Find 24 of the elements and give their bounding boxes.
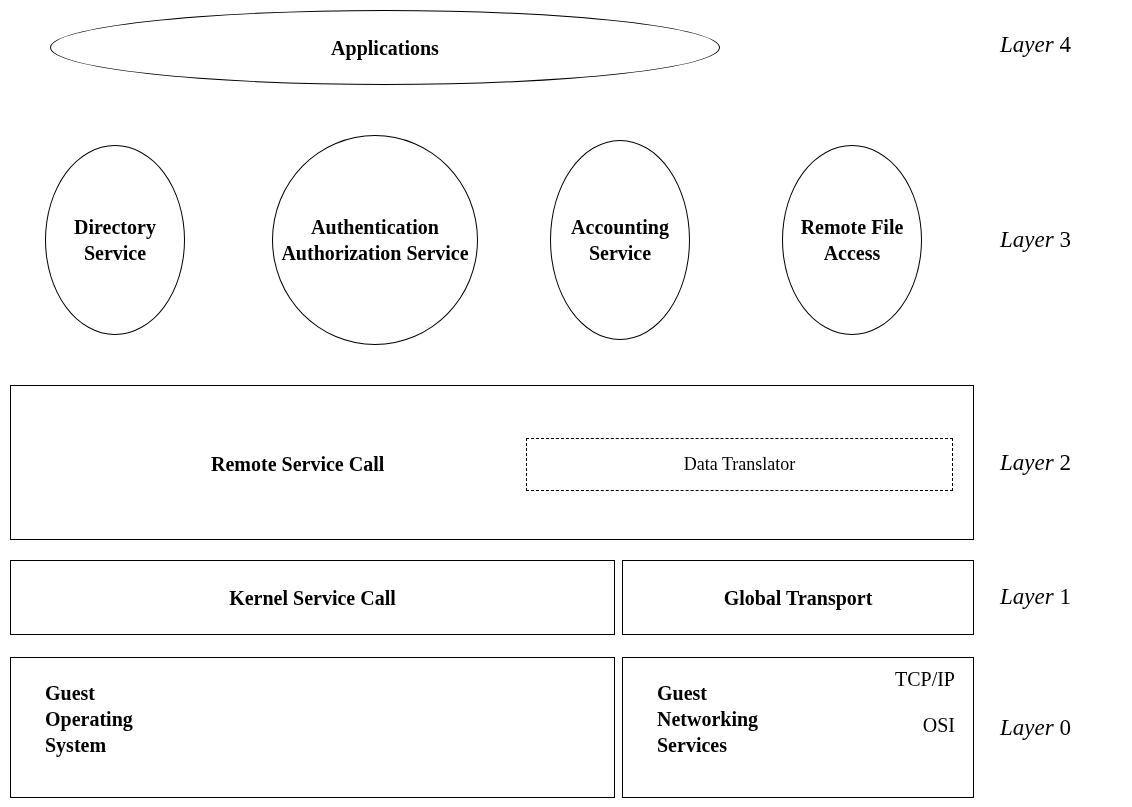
box-title: Accounting Service [570, 215, 670, 266]
layer-box [622, 560, 974, 635]
box-title: Guest Networking Services [657, 681, 760, 758]
box-title: Applications [330, 35, 440, 61]
layer-box [10, 560, 615, 635]
item-text: TCP/IP [894, 667, 955, 692]
layer-box [10, 657, 615, 798]
box-title: Remote Service Call [211, 452, 385, 477]
box-title: Global Transport [722, 585, 874, 611]
layer-label: Layer 2 [1000, 448, 1071, 477]
layer-label: Layer 3 [1000, 225, 1071, 254]
box-title: Directory Service [73, 215, 157, 266]
layer-label: Layer 4 [1000, 30, 1071, 59]
item-text: OSI [922, 713, 955, 738]
box-title: Data Translator [683, 453, 796, 476]
box-title: Authentication Authorization Service [280, 215, 470, 266]
box-title: Guest Operating System [45, 681, 134, 758]
layer-box [622, 657, 974, 798]
layer-label: Layer 1 [1000, 582, 1071, 611]
layer-label: Layer 0 [1000, 713, 1071, 742]
box-title: Kernel Service Call [228, 585, 397, 611]
layer-box [10, 385, 974, 540]
dashed-box [526, 438, 953, 491]
box-title: Remote File Access [799, 215, 905, 266]
